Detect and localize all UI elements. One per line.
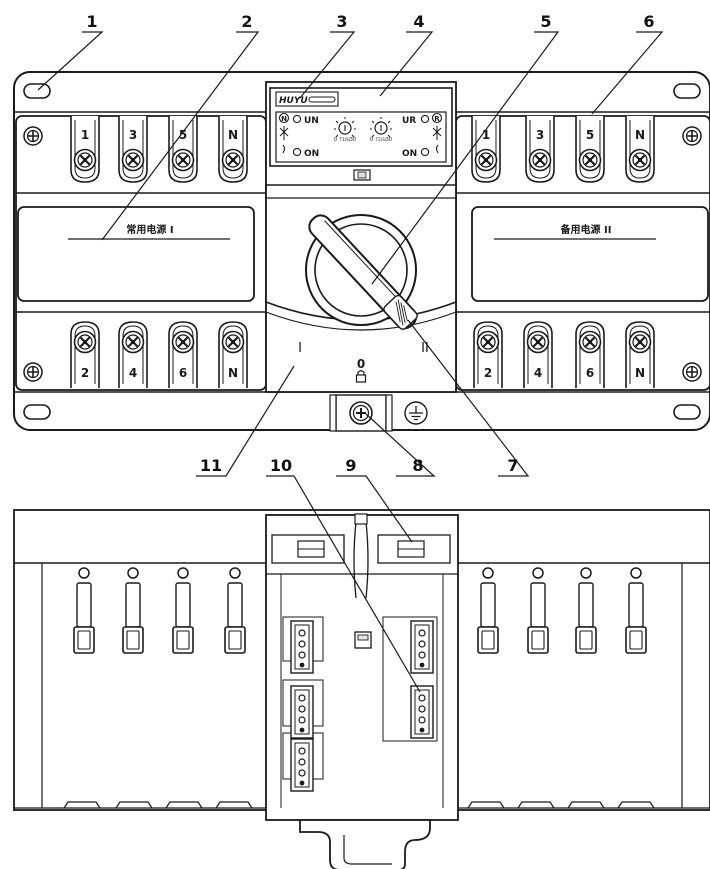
terminal-label: N [635, 366, 645, 380]
callout-1: 1 [86, 12, 97, 31]
screw-icon [73, 148, 97, 172]
callout-6: 6 [643, 12, 654, 31]
terminal-label: 4 [534, 366, 542, 380]
callout-2: 2 [241, 12, 252, 31]
callout-lines [37, 31, 664, 693]
led-icon [292, 114, 302, 124]
callout-numbers: 1 2 3 4 5 6 7 8 9 10 11 [86, 12, 654, 475]
padlock-icon [355, 370, 367, 383]
screw-icon [171, 330, 195, 354]
led-icon [420, 114, 430, 124]
screw-icon [221, 330, 245, 354]
terminal-label: N [635, 128, 645, 142]
terminal-label: 5 [179, 128, 187, 142]
terminal-label: 6 [179, 366, 187, 380]
label-window-right [471, 206, 709, 302]
n-mark: N [281, 115, 287, 123]
knob-left-range: 0 30 [334, 137, 356, 143]
terminal-label: 4 [129, 366, 137, 380]
rear-handle [299, 819, 431, 869]
on-label-left: ON [304, 149, 319, 159]
connector-block [290, 685, 314, 739]
screw-icon [121, 148, 145, 172]
screw-icon [628, 330, 652, 354]
knob-right-range: 0 30 [370, 137, 392, 143]
callout-10: 10 [270, 456, 292, 475]
screw-icon [121, 330, 145, 354]
label-normal-power: 常用电源 I [126, 223, 173, 236]
label-window-left [17, 206, 255, 302]
mounting-slot [23, 83, 51, 99]
callout-9: 9 [345, 456, 356, 475]
position-I: I [298, 341, 302, 356]
position-0: 0 [357, 357, 365, 371]
screw-icon [528, 148, 552, 172]
terminal-label: 6 [586, 366, 594, 380]
label-backup-power: 备用电源 II [560, 223, 612, 236]
knob-right-caption: T2(S) [375, 137, 387, 142]
mounting-slot [673, 404, 701, 420]
terminal-label: N [228, 366, 238, 380]
rear-view [13, 509, 710, 869]
position-II: II [421, 341, 429, 356]
terminal-label: N [228, 128, 238, 142]
terminal-label: 1 [81, 128, 89, 142]
led-icon [292, 147, 302, 157]
screw-icon [171, 148, 195, 172]
terminal-label: 5 [586, 128, 594, 142]
dial-icon[interactable] [334, 117, 356, 138]
controller-panel [278, 112, 443, 157]
callout-4: 4 [413, 12, 424, 31]
terminal-label: 3 [129, 128, 137, 142]
callout-8: 8 [412, 456, 423, 475]
callout-5: 5 [540, 12, 551, 31]
un-label: UN [304, 116, 319, 126]
mounting-slot [673, 83, 701, 99]
mounting-slot [23, 404, 51, 420]
screw-icon [578, 148, 602, 172]
connector-block [410, 685, 434, 739]
screw-icon [476, 330, 500, 354]
dial-icon[interactable] [370, 117, 392, 138]
terminal-label: 2 [81, 366, 89, 380]
rear-feet [63, 801, 655, 809]
terminal-label: 2 [484, 366, 492, 380]
terminal-label: 1 [482, 128, 490, 142]
connector-block [290, 738, 314, 792]
connector-block [410, 620, 434, 674]
screw-icon [73, 330, 97, 354]
ur-label: UR [402, 116, 416, 126]
callout-7: 7 [507, 456, 518, 475]
on-label-right: ON [402, 149, 417, 159]
r-mark: R [434, 115, 440, 123]
screw-icon [526, 330, 550, 354]
ground-screw [349, 401, 373, 425]
n-indicator [278, 112, 290, 124]
screw-icon [221, 148, 245, 172]
ground-icon [404, 401, 428, 425]
callout-3: 3 [336, 12, 347, 31]
screw-icon [578, 330, 602, 354]
r-indicator [431, 112, 443, 124]
screw-icon [628, 148, 652, 172]
connector-block [290, 620, 314, 674]
callout-11: 11 [200, 456, 222, 475]
led-icon [420, 147, 430, 157]
terminal-label: 3 [536, 128, 544, 142]
screw-icon [474, 148, 498, 172]
knob-left-caption: T1(S) [339, 137, 351, 142]
brand-logo: HUYU [279, 96, 308, 106]
